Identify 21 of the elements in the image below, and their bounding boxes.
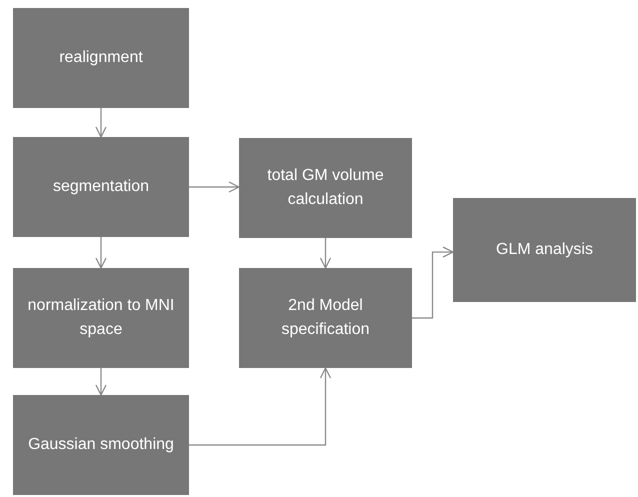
box-label: total GM volume calculation (266, 166, 385, 210)
arrow (412, 246, 454, 319)
box-label: realignment (58, 48, 144, 68)
arrow (95, 368, 107, 396)
box-label: Gaussian smoothing (27, 435, 175, 455)
process-box (13, 268, 189, 368)
process-box (13, 137, 189, 237)
box-label: normalization to MNI space (26, 296, 176, 340)
arrow (189, 181, 240, 193)
box-label: 2nd Model specification (280, 296, 371, 340)
arrow (189, 367, 332, 446)
process-box (453, 198, 636, 302)
process-box (239, 138, 412, 238)
process-box (13, 8, 189, 108)
box-label: GLM analysis (495, 240, 594, 260)
box-label: segmentation (52, 177, 150, 197)
process-box (239, 268, 412, 368)
arrow (95, 108, 107, 138)
arrow (95, 237, 107, 269)
process-box (13, 395, 189, 495)
arrow (320, 238, 332, 269)
